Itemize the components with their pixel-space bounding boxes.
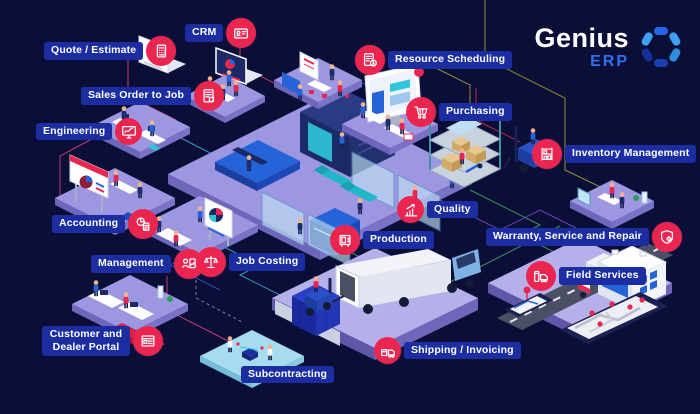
module-purchasing: Purchasing — [406, 97, 512, 127]
module-label: Customer and Dealer Portal — [42, 326, 130, 357]
machine-icon — [339, 234, 351, 247]
module-sales-order-to-job: Sales Order to Job — [81, 81, 225, 111]
module-label: Management — [91, 255, 171, 273]
module-label: CRM — [185, 24, 224, 42]
logo-ring-icon — [641, 27, 681, 67]
module-label: Engineering — [36, 122, 113, 141]
module-label: Purchasing — [439, 103, 512, 121]
module-label: Production — [363, 231, 434, 249]
module-management: Management — [91, 249, 204, 279]
shield-gear-icon — [660, 230, 673, 244]
module-customer-dealer-portal: Customer and Dealer Portal — [42, 326, 163, 357]
rack-icon — [541, 147, 553, 161]
module-label: Subcontracting — [241, 366, 335, 384]
module-label: Resource Scheduling — [388, 51, 513, 69]
person-report-icon — [181, 258, 196, 269]
resource-scheduling-platform — [274, 51, 362, 109]
logo-brand-text: Genius — [534, 22, 629, 53]
module-label: Inventory Management — [565, 145, 697, 163]
module-label: Field Services — [559, 267, 646, 285]
module-label: Quote / Estimate — [44, 42, 144, 60]
module-inventory-management: Inventory Management — [532, 139, 697, 169]
delivery-box-icon — [380, 348, 395, 358]
shipping-dock — [272, 248, 481, 360]
module-label: Sales Order to Job — [81, 87, 192, 105]
dashboard-monitor — [364, 63, 424, 127]
module-label: Job Costing — [229, 253, 306, 271]
module-resource-scheduling: Resource Scheduling — [355, 45, 513, 75]
calculator-invoice-icon — [157, 44, 167, 58]
service-truck-icon — [534, 270, 548, 283]
order-document-icon — [203, 89, 215, 103]
logo-product-text: ERP — [590, 52, 629, 70]
portal-window-icon — [141, 335, 155, 347]
field-services-area — [488, 238, 673, 344]
chart-growth-icon — [404, 203, 417, 216]
module-label: Shipping / Invoicing — [404, 341, 521, 360]
drafting-board — [69, 154, 109, 212]
module-field-services: Field Services — [526, 261, 646, 291]
module-production: Production — [330, 225, 434, 255]
cart-icon — [414, 106, 428, 119]
module-quality: Quality — [397, 196, 478, 223]
module-warranty-service-repair: Warranty, Service and Repair — [486, 222, 682, 252]
map-tablet — [560, 292, 668, 344]
module-shipping-invoicing: Shipping / Invoicing — [374, 337, 521, 364]
loading-forklift — [305, 276, 345, 316]
warehouse-rack — [428, 104, 502, 188]
module-label: Quality — [427, 200, 478, 219]
crm-laptop — [215, 46, 263, 86]
genius-erp-logo: Genius ERP — [534, 24, 684, 70]
waiting-seats — [314, 165, 378, 202]
module-job-costing: Job Costing — [196, 247, 306, 277]
scales-icon — [204, 255, 218, 268]
contact-card-icon — [234, 28, 249, 39]
module-label: Accounting — [52, 215, 126, 233]
pallet-worker — [459, 148, 483, 174]
technician-phone — [505, 286, 553, 317]
module-accounting: Accounting — [52, 209, 159, 239]
delivery-truck — [335, 249, 481, 314]
module-engineering: Engineering — [36, 118, 143, 145]
cad-monitor-icon — [121, 125, 136, 138]
pallet-boxes — [442, 117, 486, 172]
module-crm: CRM — [185, 18, 257, 48]
module-quote-estimate: Quote / Estimate — [44, 36, 177, 66]
pie-ledger-icon — [136, 217, 150, 231]
schedule-clock-icon — [363, 53, 377, 67]
module-subcontracting: Subcontracting — [241, 366, 335, 384]
management-platform — [142, 196, 258, 261]
map-pins — [589, 297, 645, 327]
presentation-board — [204, 197, 233, 246]
warranty-platform — [570, 180, 654, 229]
module-label: Warranty, Service and Repair — [486, 228, 649, 246]
